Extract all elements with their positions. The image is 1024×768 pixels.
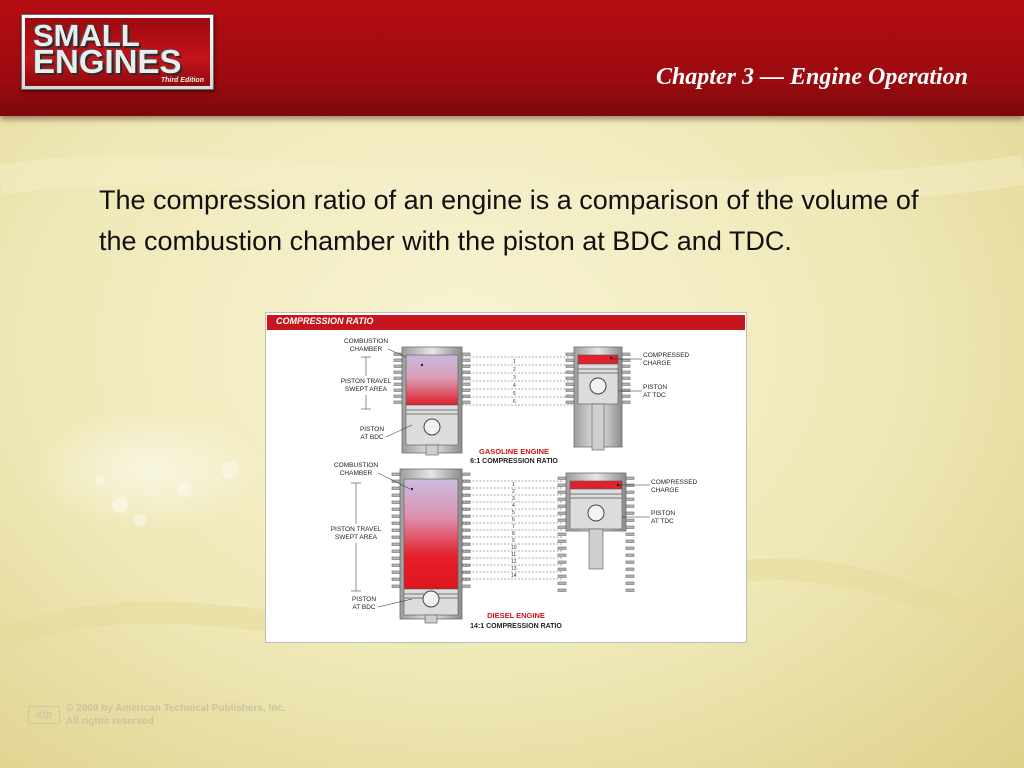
gas-division-6: 6 (513, 399, 516, 405)
body-paragraph: The compression ratio of an engine is a … (99, 185, 919, 256)
gasoline-right-labels: COMPRESSED CHARGE PISTON AT TDC (612, 352, 690, 399)
compression-ratio-figure: COMPRESSION RATIO (265, 312, 747, 643)
gas-compressed-label-2: CHARGE (643, 360, 671, 367)
dsl-division-6: 6 (512, 517, 515, 523)
copyright-notice: © 2009 by American Technical Publishers,… (66, 702, 286, 728)
publisher-logo: atp (28, 706, 60, 724)
dsl-division-10: 10 (511, 545, 517, 551)
gasoline-tdc-cylinder (565, 346, 631, 451)
gas-compressed-label-1: COMPRESSED (643, 352, 690, 359)
diesel-engine-label: DIESEL ENGINE (487, 611, 545, 620)
dsl-piston-travel-label-2: SWEPT AREA (335, 534, 378, 541)
logo-edition: Third Edition (160, 77, 204, 84)
gas-combustion-chamber-label-1: COMBUSTION (344, 338, 388, 345)
dsl-division-2: 2 (512, 489, 515, 495)
gas-combustion-chamber-label-2: CHAMBER (350, 346, 383, 353)
diesel-division-lines (462, 480, 562, 580)
gas-piston-travel-label-2: SWEPT AREA (345, 386, 388, 393)
gas-division-2: 2 (513, 367, 516, 373)
dsl-division-14: 14 (511, 573, 517, 579)
dsl-division-13: 13 (511, 566, 517, 572)
compression-diagram: 1 2 3 4 5 6 (331, 338, 698, 630)
dsl-division-5: 5 (512, 510, 515, 516)
dsl-piston-tdc-label-1: PISTON (651, 510, 675, 517)
diesel-right-labels: COMPRESSED CHARGE PISTON AT TDC (619, 479, 698, 525)
diesel-division-numbers: 1 2 3 4 5 6 7 8 9 10 11 12 13 14 (511, 482, 517, 579)
gasoline-division-lines (462, 356, 576, 406)
gasoline-engine-label: GASOLINE ENGINE (479, 447, 549, 456)
copyright-line-2: All rights reserved (66, 716, 154, 727)
gas-piston-travel-label-1: PISTON TRAVEL (341, 378, 392, 385)
gasoline-ratio-label: 6:1 COMPRESSION RATIO (470, 458, 558, 465)
gas-division-3: 3 (513, 375, 516, 381)
gas-division-1: 1 (513, 359, 516, 365)
gas-piston-tdc-label-2: AT TDC (643, 392, 666, 399)
dsl-piston-tdc-label-2: AT TDC (651, 518, 674, 525)
dsl-piston-bdc-label-1: PISTON (352, 596, 376, 603)
gasoline-division-numbers: 1 2 3 4 5 6 (513, 359, 516, 405)
dsl-piston-bdc-label-2: AT BDC (352, 604, 376, 611)
dsl-division-12: 12 (511, 559, 517, 565)
gas-piston-tdc-label-1: PISTON (643, 384, 667, 391)
chapter-title: Chapter 3 — Engine Operation (655, 64, 968, 90)
dsl-division-7: 7 (512, 524, 515, 530)
dsl-combustion-chamber-label-1: COMBUSTION (334, 462, 378, 469)
gas-piston-bdc-label-1: PISTON (360, 426, 384, 433)
diesel-bdc-cylinder (391, 468, 471, 624)
dsl-division-1: 1 (512, 482, 515, 488)
figure-title-bar: COMPRESSION RATIO (267, 315, 745, 332)
dsl-division-11: 11 (511, 552, 516, 558)
figure-title: COMPRESSION RATIO (276, 316, 374, 326)
diesel-ratio-label: 14:1 COMPRESSION RATIO (470, 623, 562, 630)
copyright-line-1: © 2009 by American Technical Publishers,… (66, 703, 286, 714)
dsl-division-3: 3 (512, 496, 515, 502)
gas-division-4: 4 (513, 383, 516, 389)
dsl-division-9: 9 (512, 538, 515, 544)
dsl-piston-travel-label-1: PISTON TRAVEL (331, 526, 382, 533)
header-bar: SMALL ENGINES Third Edition Chapter 3 — … (0, 0, 1024, 116)
dsl-division-4: 4 (512, 503, 515, 509)
gas-division-5: 5 (513, 391, 516, 397)
logo-line2: ENGINES (33, 43, 182, 80)
dsl-compressed-label-1: COMPRESSED (651, 479, 698, 486)
gasoline-bdc-cylinder (393, 346, 471, 456)
diesel-left-labels: COMBUSTION CHAMBER PISTON TRAVEL SWEPT A… (331, 462, 413, 611)
logo-line1: SMALL (33, 18, 140, 53)
dsl-division-8: 8 (512, 531, 515, 537)
gasoline-left-labels: COMBUSTION CHAMBER PISTON TRAVEL SWEPT A… (341, 338, 413, 441)
diesel-tdc-cylinder (557, 472, 635, 592)
gas-piston-bdc-label-2: AT BDC (360, 434, 384, 441)
small-engines-logo: SMALL ENGINES Third Edition (21, 14, 214, 90)
dsl-combustion-chamber-label-2: CHAMBER (340, 470, 373, 477)
dsl-compressed-label-2: CHARGE (651, 487, 679, 494)
